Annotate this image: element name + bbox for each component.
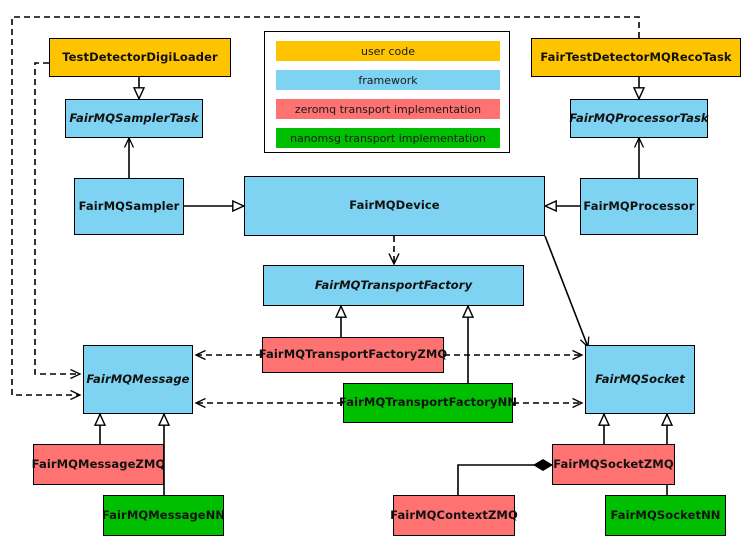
class-box-fairmqmessage[interactable]: FairMQMessage <box>83 345 193 414</box>
class-label-testdetectordigiloader: TestDetectorDigiLoader <box>62 49 218 64</box>
class-box-fairtestdetectormqrecotask[interactable]: FairTestDetectorMQRecoTask <box>531 38 741 77</box>
edge-recotask-to-message <box>11 16 640 395</box>
class-box-fairmqtransportfactorynn[interactable]: FairMQTransportFactoryNN <box>339 383 517 423</box>
legend-swatch-framework: framework <box>276 70 500 90</box>
class-label-fairmqsocketzmq: FairMQSocketZMQ <box>553 456 674 471</box>
class-label-fairmqsocketnn: FairMQSocketNN <box>610 507 721 522</box>
legend-label-user-code: user code <box>360 44 416 58</box>
class-box-fairmqdevice[interactable]: FairMQDevice <box>244 176 545 236</box>
class-label-fairmqmessagenn: FairMQMessageNN <box>101 507 226 522</box>
legend-swatch-zeromq: zeromq transport implementation <box>276 99 500 119</box>
class-label-fairmqprocessortask: FairMQProcessorTask <box>569 110 709 125</box>
class-box-fairmqsocket[interactable]: FairMQSocket <box>585 345 695 414</box>
legend-swatch-user-code: user code <box>276 41 500 61</box>
class-box-fairmqsampler[interactable]: FairMQSampler <box>74 178 184 235</box>
color-legend: user code framework zeromq transport imp… <box>264 31 510 153</box>
class-box-fairmqtransportfactoryzmq[interactable]: FairMQTransportFactoryZMQ <box>259 337 447 373</box>
class-box-fairmqprocessortask[interactable]: FairMQProcessorTask <box>569 99 709 138</box>
class-box-fairmqmessagenn[interactable]: FairMQMessageNN <box>101 495 226 536</box>
class-label-fairmqmessage: FairMQMessage <box>86 371 190 386</box>
class-label-fairmqtransportfactorynn: FairMQTransportFactoryNN <box>338 395 518 410</box>
class-label-fairmqtransportfactory: FairMQTransportFactory <box>314 277 473 292</box>
class-box-fairmqtransportfactory[interactable]: FairMQTransportFactory <box>263 265 524 306</box>
class-label-fairmqsamplertask: FairMQSamplerTask <box>69 110 199 125</box>
class-label-fairmqdevice: FairMQDevice <box>349 198 440 213</box>
class-label-fairtestdetectormqrecotask: FairTestDetectorMQRecoTask <box>540 49 732 64</box>
class-box-testdetectordigiloader[interactable]: TestDetectorDigiLoader <box>49 38 231 77</box>
class-box-fairmqcontextzmq[interactable]: FairMQContextZMQ <box>390 495 518 536</box>
class-label-fairmqcontextzmq: FairMQContextZMQ <box>390 507 518 522</box>
class-label-fairmqtransportfactoryzmq: FairMQTransportFactoryZMQ <box>258 347 448 362</box>
class-label-fairmqsampler: FairMQSampler <box>78 198 180 213</box>
legend-label-nanomsg: nanomsg transport implementation <box>290 131 486 145</box>
class-label-fairmqmessagezmq: FairMQMessageZMQ <box>31 456 166 471</box>
edge-device-to-socket <box>544 235 588 347</box>
class-box-fairmqsocketnn[interactable]: FairMQSocketNN <box>605 495 726 536</box>
legend-swatch-nanomsg: nanomsg transport implementation <box>276 128 500 148</box>
class-box-fairmqmessagezmq[interactable]: FairMQMessageZMQ <box>31 444 166 485</box>
class-label-fairmqsocket: FairMQSocket <box>595 371 685 386</box>
class-box-fairmqprocessor[interactable]: FairMQProcessor <box>580 178 698 235</box>
legend-label-framework: framework <box>358 73 418 87</box>
class-box-fairmqsocketzmq[interactable]: FairMQSocketZMQ <box>552 444 675 485</box>
class-box-fairmqsamplertask[interactable]: FairMQSamplerTask <box>65 99 203 138</box>
legend-label-zeromq: zeromq transport implementation <box>294 102 482 116</box>
class-label-fairmqprocessor: FairMQProcessor <box>583 198 695 213</box>
edge-socketzmq-composition-contextzmq <box>457 459 553 495</box>
